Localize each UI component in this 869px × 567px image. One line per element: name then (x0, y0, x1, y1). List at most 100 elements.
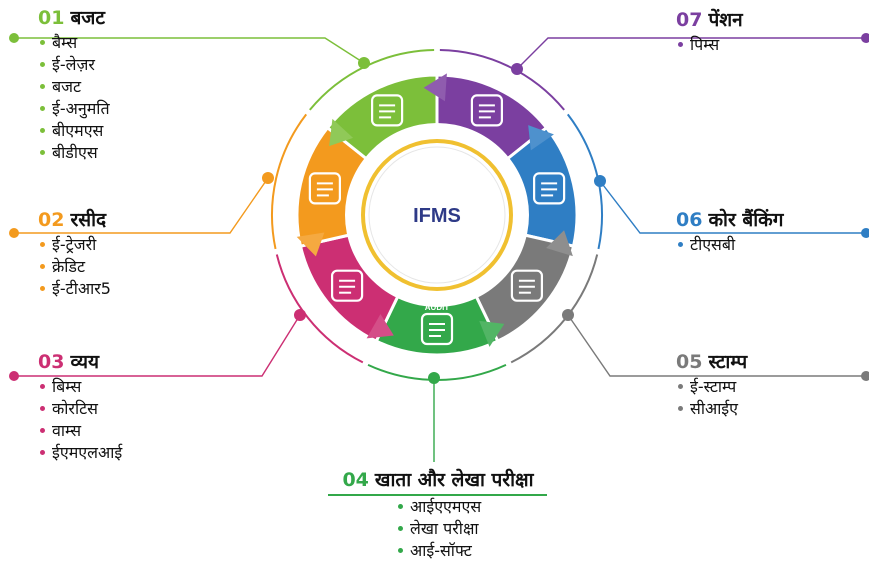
list-item-label: बिम्स (52, 377, 82, 396)
bullet-icon (40, 241, 45, 247)
list-item: बीडीएस (38, 142, 110, 164)
list-item-label: लेखा परीक्षा (410, 519, 479, 538)
connector-line-03 (14, 314, 301, 377)
section-title: बजट (70, 7, 105, 29)
list-item-label: टीएसबी (690, 235, 736, 254)
bullet-icon (40, 61, 45, 67)
list-item-label: ई-स्टाम्प (690, 377, 737, 396)
list-item-label: ईएमएलआई (52, 443, 123, 462)
money-bag-coins-icon (371, 94, 404, 127)
bullet-icon (678, 241, 683, 247)
bullet-icon (678, 383, 683, 389)
list-item-label: आईएएमएस (410, 497, 482, 516)
list-item-label: क्रेडिट (52, 257, 86, 276)
list-item-label: ई-टीआर5 (52, 279, 111, 298)
list-item-label: बैम्स (52, 33, 78, 52)
list-item: टीएसबी (676, 234, 783, 256)
list-item-label: ई-लेज़र (52, 55, 95, 74)
list-item: सीआईए (676, 398, 747, 420)
section-05-items: ई-स्टाम्प सीआईए (676, 376, 747, 420)
bullet-icon (40, 427, 45, 433)
section-number: 05 (676, 351, 703, 373)
list-item-label: आई-सॉफ्ट (410, 541, 472, 560)
list-item: ईएमएलआई (38, 442, 122, 464)
list-item: लेखा परीक्षा (396, 518, 548, 540)
list-item: कोरटिस (38, 398, 122, 420)
connector-dot (511, 63, 523, 75)
list-item-label: बीएमएस (52, 121, 104, 140)
bullet-icon (40, 39, 45, 45)
bullet-icon (678, 405, 683, 411)
section-title: रसीद (70, 209, 107, 231)
segment-pointer (528, 125, 554, 151)
center-hub: IFMS (345, 123, 529, 307)
connector-dot (358, 57, 370, 69)
bullet-icon (40, 449, 45, 455)
connector-line-02 (14, 177, 269, 234)
list-item: ई-अनुमति (38, 98, 110, 120)
bullet-icon (40, 149, 45, 155)
pointers (296, 73, 573, 347)
connectors (9, 33, 869, 462)
list-item: ई-टीआर5 (38, 278, 111, 300)
calculator-icon (330, 269, 364, 302)
section-06-items: टीएसबी (676, 234, 783, 256)
connector-dot (262, 172, 274, 184)
section-01-items: बैम्स ई-लेज़र बजट ई-अनुमति बीएमएस बीडीएस (38, 32, 110, 164)
bullet-icon (40, 105, 45, 111)
connector-dot (428, 372, 440, 384)
audit-document-icon: AUDIT (420, 303, 454, 346)
list-item: बैम्स (38, 32, 110, 54)
list-item-label: सीआईए (690, 399, 739, 418)
connector-line-06 (599, 180, 866, 234)
section-number: 02 (38, 209, 65, 231)
section-number: 01 (38, 7, 65, 29)
list-item-label: बीडीएस (52, 143, 98, 162)
section-title: कोर बैंकिंग (708, 209, 784, 231)
connector-dot (562, 309, 574, 321)
list-item: पिम्स (676, 34, 743, 56)
list-item-label: ई-अनुमति (52, 99, 110, 118)
bullet-icon (678, 41, 683, 47)
list-item: आई-सॉफ्ट (396, 540, 548, 562)
bullet-icon (398, 547, 403, 553)
bullet-icon (40, 285, 45, 291)
section-number: 07 (676, 9, 703, 31)
outer-ring-arc-07 (439, 49, 565, 111)
segment-pointer (329, 118, 354, 147)
connector-end-dot (861, 33, 869, 43)
center-label: IFMS (413, 205, 461, 227)
list-item: आईएएमएस (396, 496, 548, 518)
section-title: पेंशन (708, 9, 743, 31)
section-07-items: पिम्स (676, 34, 743, 56)
bullet-icon (40, 83, 45, 89)
connector-end-dot (9, 371, 19, 381)
list-item: बिम्स (38, 376, 122, 398)
bullet-icon (40, 405, 45, 411)
segment-pointer (366, 314, 394, 339)
list-item-label: कोरटिस (52, 399, 99, 418)
connector-line-01 (14, 37, 365, 64)
section-title: स्टाम्प (708, 351, 748, 373)
list-item: बीएमएस (38, 120, 110, 142)
connector-end-dot (861, 228, 869, 238)
bullet-icon (40, 383, 45, 389)
segment-pointer (296, 232, 325, 257)
outer-ring-arc-03 (275, 254, 364, 364)
list-item: वाम्स (38, 420, 122, 442)
segment-pointer (423, 73, 447, 102)
connector-end-dot (861, 371, 869, 381)
list-item-label: बजट (52, 77, 82, 96)
section-number: 03 (38, 351, 65, 373)
receipt-icon (308, 172, 341, 205)
